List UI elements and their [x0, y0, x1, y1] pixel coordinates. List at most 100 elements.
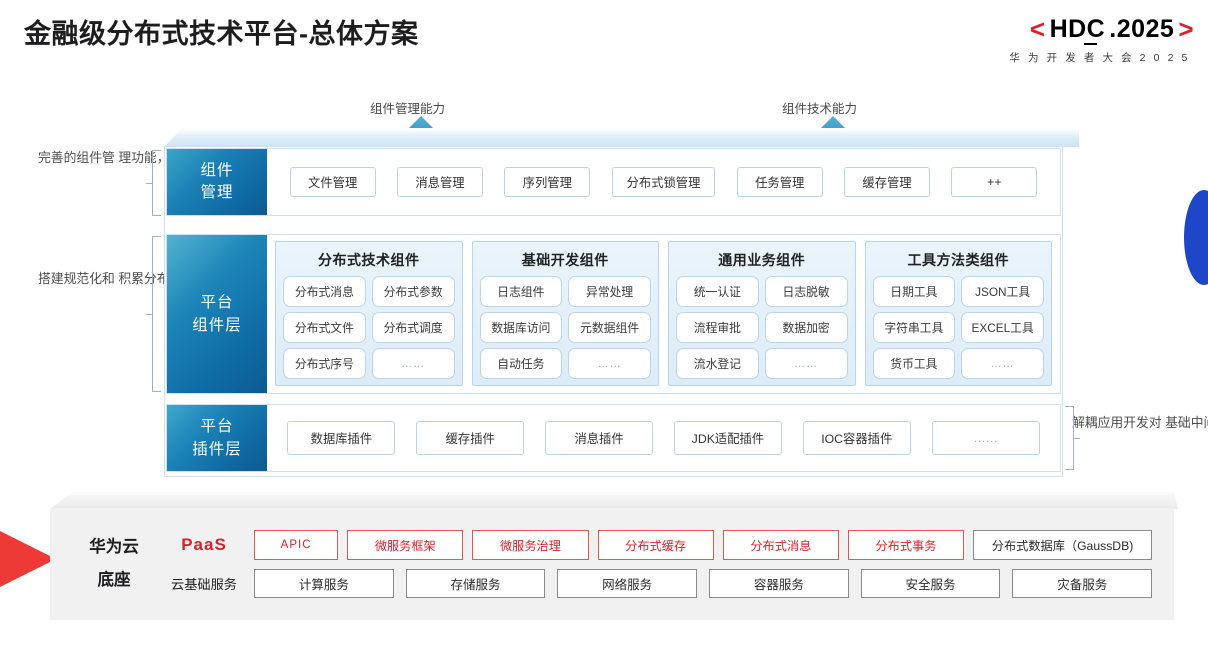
- hdc-logo: < HDC .2025 > 华 为 开 发 者 大 会 2 0 2 5: [944, 14, 1194, 65]
- group-basic-development: 基础开发组件 日志组件 异常处理 数据库访问 元数据组件 自动任务 ……: [471, 241, 659, 386]
- paas-chip-distributed-transaction[interactable]: 分布式事务: [847, 530, 965, 560]
- right-note-decoupling: 解耦应用开发对 基础中间件及 Java框架依赖: [1072, 415, 1208, 430]
- layer-platform-component: 平台 组件层 分布式技术组件 分布式消息 分布式参数 分布式文件 分布式调度 分…: [166, 234, 1061, 394]
- chip-add-more[interactable]: ++: [951, 167, 1038, 197]
- cloud-chip-container[interactable]: 容器服务: [709, 569, 849, 598]
- paas-chip-distributed-cache[interactable]: 分布式缓存: [597, 530, 714, 560]
- cloud-chip-storage[interactable]: 存储服务: [405, 569, 546, 598]
- chip-message-plugin[interactable]: 消息插件: [545, 421, 654, 455]
- chip-ioc-container-plugin[interactable]: IOC容器插件: [802, 421, 911, 455]
- hdc-logo-subtitle: 华 为 开 发 者 大 会 2 0 2 5: [1009, 52, 1190, 64]
- cell-item[interactable]: 字符串工具: [872, 312, 956, 343]
- paas-chip-distributed-message[interactable]: 分布式消息: [722, 530, 839, 560]
- bracket-tick: [146, 183, 153, 185]
- cell-item[interactable]: 流程审批: [676, 312, 759, 343]
- red-wedge-decoration: [0, 505, 56, 613]
- left-note-component-management: 完善的组件管 理功能，提供 技术参数的全 生命周期管理: [38, 150, 356, 165]
- cell-item-more[interactable]: ……: [764, 348, 848, 379]
- cell-item[interactable]: 元数据组件: [568, 312, 651, 343]
- hdc-year: .2025: [1109, 15, 1175, 43]
- layer-label-text: 平台 组件层: [192, 294, 242, 334]
- cell-item[interactable]: 货币工具: [872, 348, 956, 379]
- paas-chips: APIC 微服务框架 微服务治理 分布式缓存 分布式消息 分布式事务 分布式数据…: [254, 530, 1153, 560]
- foundation-title: 华为云 底座: [89, 538, 139, 589]
- foundation-panel: 华为云 底座 PaaS APIC 微服务框架 微服务治理 分布式缓存 分布式消息…: [50, 508, 1174, 620]
- blue-lens-decoration: [1184, 190, 1208, 285]
- cell-item[interactable]: 数据加密: [764, 312, 848, 343]
- layer-label-platform-plugin: 平台 插件层: [167, 405, 267, 471]
- group-grid: 日志组件 异常处理 数据库访问 元数据组件 自动任务 ……: [479, 276, 651, 379]
- chip-cache-plugin[interactable]: 缓存插件: [416, 421, 525, 455]
- group-distributed-tech: 分布式技术组件 分布式消息 分布式参数 分布式文件 分布式调度 分布式序号 ……: [275, 241, 463, 386]
- cell-item[interactable]: 数据库访问: [479, 312, 563, 343]
- left-note-platform-components: 搭建规范化和 积累分布式技 术组件、基础 开发组件及通 用业务组件: [38, 271, 423, 286]
- cell-item[interactable]: 自动任务: [479, 348, 563, 379]
- cloud-chip-compute[interactable]: 计算服务: [254, 569, 394, 598]
- group-title: 基础开发组件: [521, 252, 609, 268]
- main-panel-bevel: [164, 128, 1079, 147]
- cloud-services-label: 云基础服务: [171, 577, 237, 592]
- chip-database-plugin[interactable]: 数据库插件: [287, 421, 396, 455]
- bracket-row1: [146, 150, 161, 216]
- cloud-chip-disaster-recovery[interactable]: 灾备服务: [1012, 569, 1153, 598]
- group-grid: 分布式消息 分布式参数 分布式文件 分布式调度 分布式序号 ……: [283, 276, 455, 379]
- cell-item[interactable]: 分布式文件: [283, 312, 366, 343]
- chip-cache-management[interactable]: 缓存管理: [844, 167, 931, 197]
- paas-chip-apic[interactable]: APIC: [254, 530, 339, 560]
- layer-label-text: 组件 管理: [200, 162, 234, 201]
- group-grid: 统一认证 日志脱敏 流程审批 数据加密 流水登记 ……: [676, 276, 848, 379]
- paas-chip-microservice-governance[interactable]: 微服务治理: [472, 530, 589, 560]
- cell-item[interactable]: 异常处理: [568, 276, 651, 307]
- paas-row: PaaS APIC 微服务框架 微服务治理 分布式缓存 分布式消息 分布式事务 …: [162, 530, 1153, 560]
- cell-item[interactable]: 分布式序号: [283, 348, 366, 379]
- page-title: 金融级分布式技术平台-总体方案: [24, 19, 419, 49]
- component-management-chips: 文件管理 消息管理 序列管理 分布式锁管理 任务管理 缓存管理 ++: [267, 149, 1060, 215]
- cell-item[interactable]: 分布式参数: [371, 276, 455, 307]
- foundation-rows: PaaS APIC 微服务框架 微服务治理 分布式缓存 分布式消息 分布式事务 …: [162, 530, 1174, 598]
- cell-item[interactable]: JSON工具: [961, 276, 1044, 307]
- bracket-tick: [1073, 438, 1080, 440]
- chip-sequence-management[interactable]: 序列管理: [504, 167, 591, 197]
- bracket-row3-right: [1065, 406, 1080, 470]
- group-title: 工具方法类组件: [907, 252, 1009, 268]
- cell-item[interactable]: 日志组件: [479, 276, 563, 307]
- cell-item[interactable]: 分布式调度: [371, 312, 455, 343]
- arrow-label-component-technology: 组件技术能力: [782, 102, 858, 116]
- chip-plugin-more[interactable]: ……: [931, 421, 1040, 455]
- cell-item[interactable]: 统一认证: [676, 276, 759, 307]
- cell-item[interactable]: 日期工具: [872, 276, 956, 307]
- chip-file-management[interactable]: 文件管理: [289, 167, 376, 197]
- hdc-word: HDC: [1049, 15, 1106, 45]
- group-title: 分布式技术组件: [318, 252, 420, 268]
- left-angle-bracket-icon: <: [1029, 14, 1046, 44]
- paas-label: PaaS: [181, 535, 227, 554]
- cell-item-more[interactable]: ……: [961, 348, 1044, 379]
- layer-platform-plugin: 平台 插件层 数据库插件 缓存插件 消息插件 JDK适配插件 IOC容器插件 ……: [166, 404, 1061, 472]
- chip-distributed-lock-management[interactable]: 分布式锁管理: [611, 167, 716, 197]
- layer-component-management: 组件 管理 文件管理 消息管理 序列管理 分布式锁管理 任务管理 缓存管理 ++: [166, 148, 1061, 216]
- group-title: 通用业务组件: [718, 252, 806, 268]
- cell-item[interactable]: 日志脱敏: [764, 276, 848, 307]
- layer-label-platform-component: 平台 组件层: [167, 235, 267, 393]
- cell-item[interactable]: 流水登记: [676, 348, 759, 379]
- bracket-tick: [146, 314, 153, 316]
- chip-task-management[interactable]: 任务管理: [736, 167, 823, 197]
- chip-message-management[interactable]: 消息管理: [396, 167, 483, 197]
- group-grid: 日期工具 JSON工具 字符串工具 EXCEL工具 货币工具 ……: [872, 276, 1044, 379]
- cell-item[interactable]: 分布式消息: [283, 276, 366, 307]
- chip-jdk-adapter-plugin[interactable]: JDK适配插件: [673, 421, 782, 455]
- cell-item-more[interactable]: ……: [568, 348, 651, 379]
- paas-chip-distributed-database[interactable]: 分布式数据库（GaussDB): [973, 530, 1153, 560]
- cloud-chip-security[interactable]: 安全服务: [860, 569, 1001, 598]
- group-common-business: 通用业务组件 统一认证 日志脱敏 流程审批 数据加密 流水登记 ……: [668, 241, 856, 386]
- layer-label-text: 平台 插件层: [192, 418, 242, 458]
- cloud-row: 云基础服务 计算服务 存储服务 网络服务 容器服务 安全服务 灾备服务: [162, 569, 1153, 598]
- foundation-bevel: [50, 492, 1178, 509]
- cell-item[interactable]: EXCEL工具: [961, 312, 1044, 343]
- hdc-logo-main: < HDC .2025 >: [944, 14, 1194, 45]
- bracket-row2: [146, 236, 161, 392]
- cell-item-more[interactable]: ……: [371, 348, 455, 379]
- paas-chip-microservice-framework[interactable]: 微服务框架: [347, 530, 464, 560]
- cloud-chip-network[interactable]: 网络服务: [557, 569, 698, 598]
